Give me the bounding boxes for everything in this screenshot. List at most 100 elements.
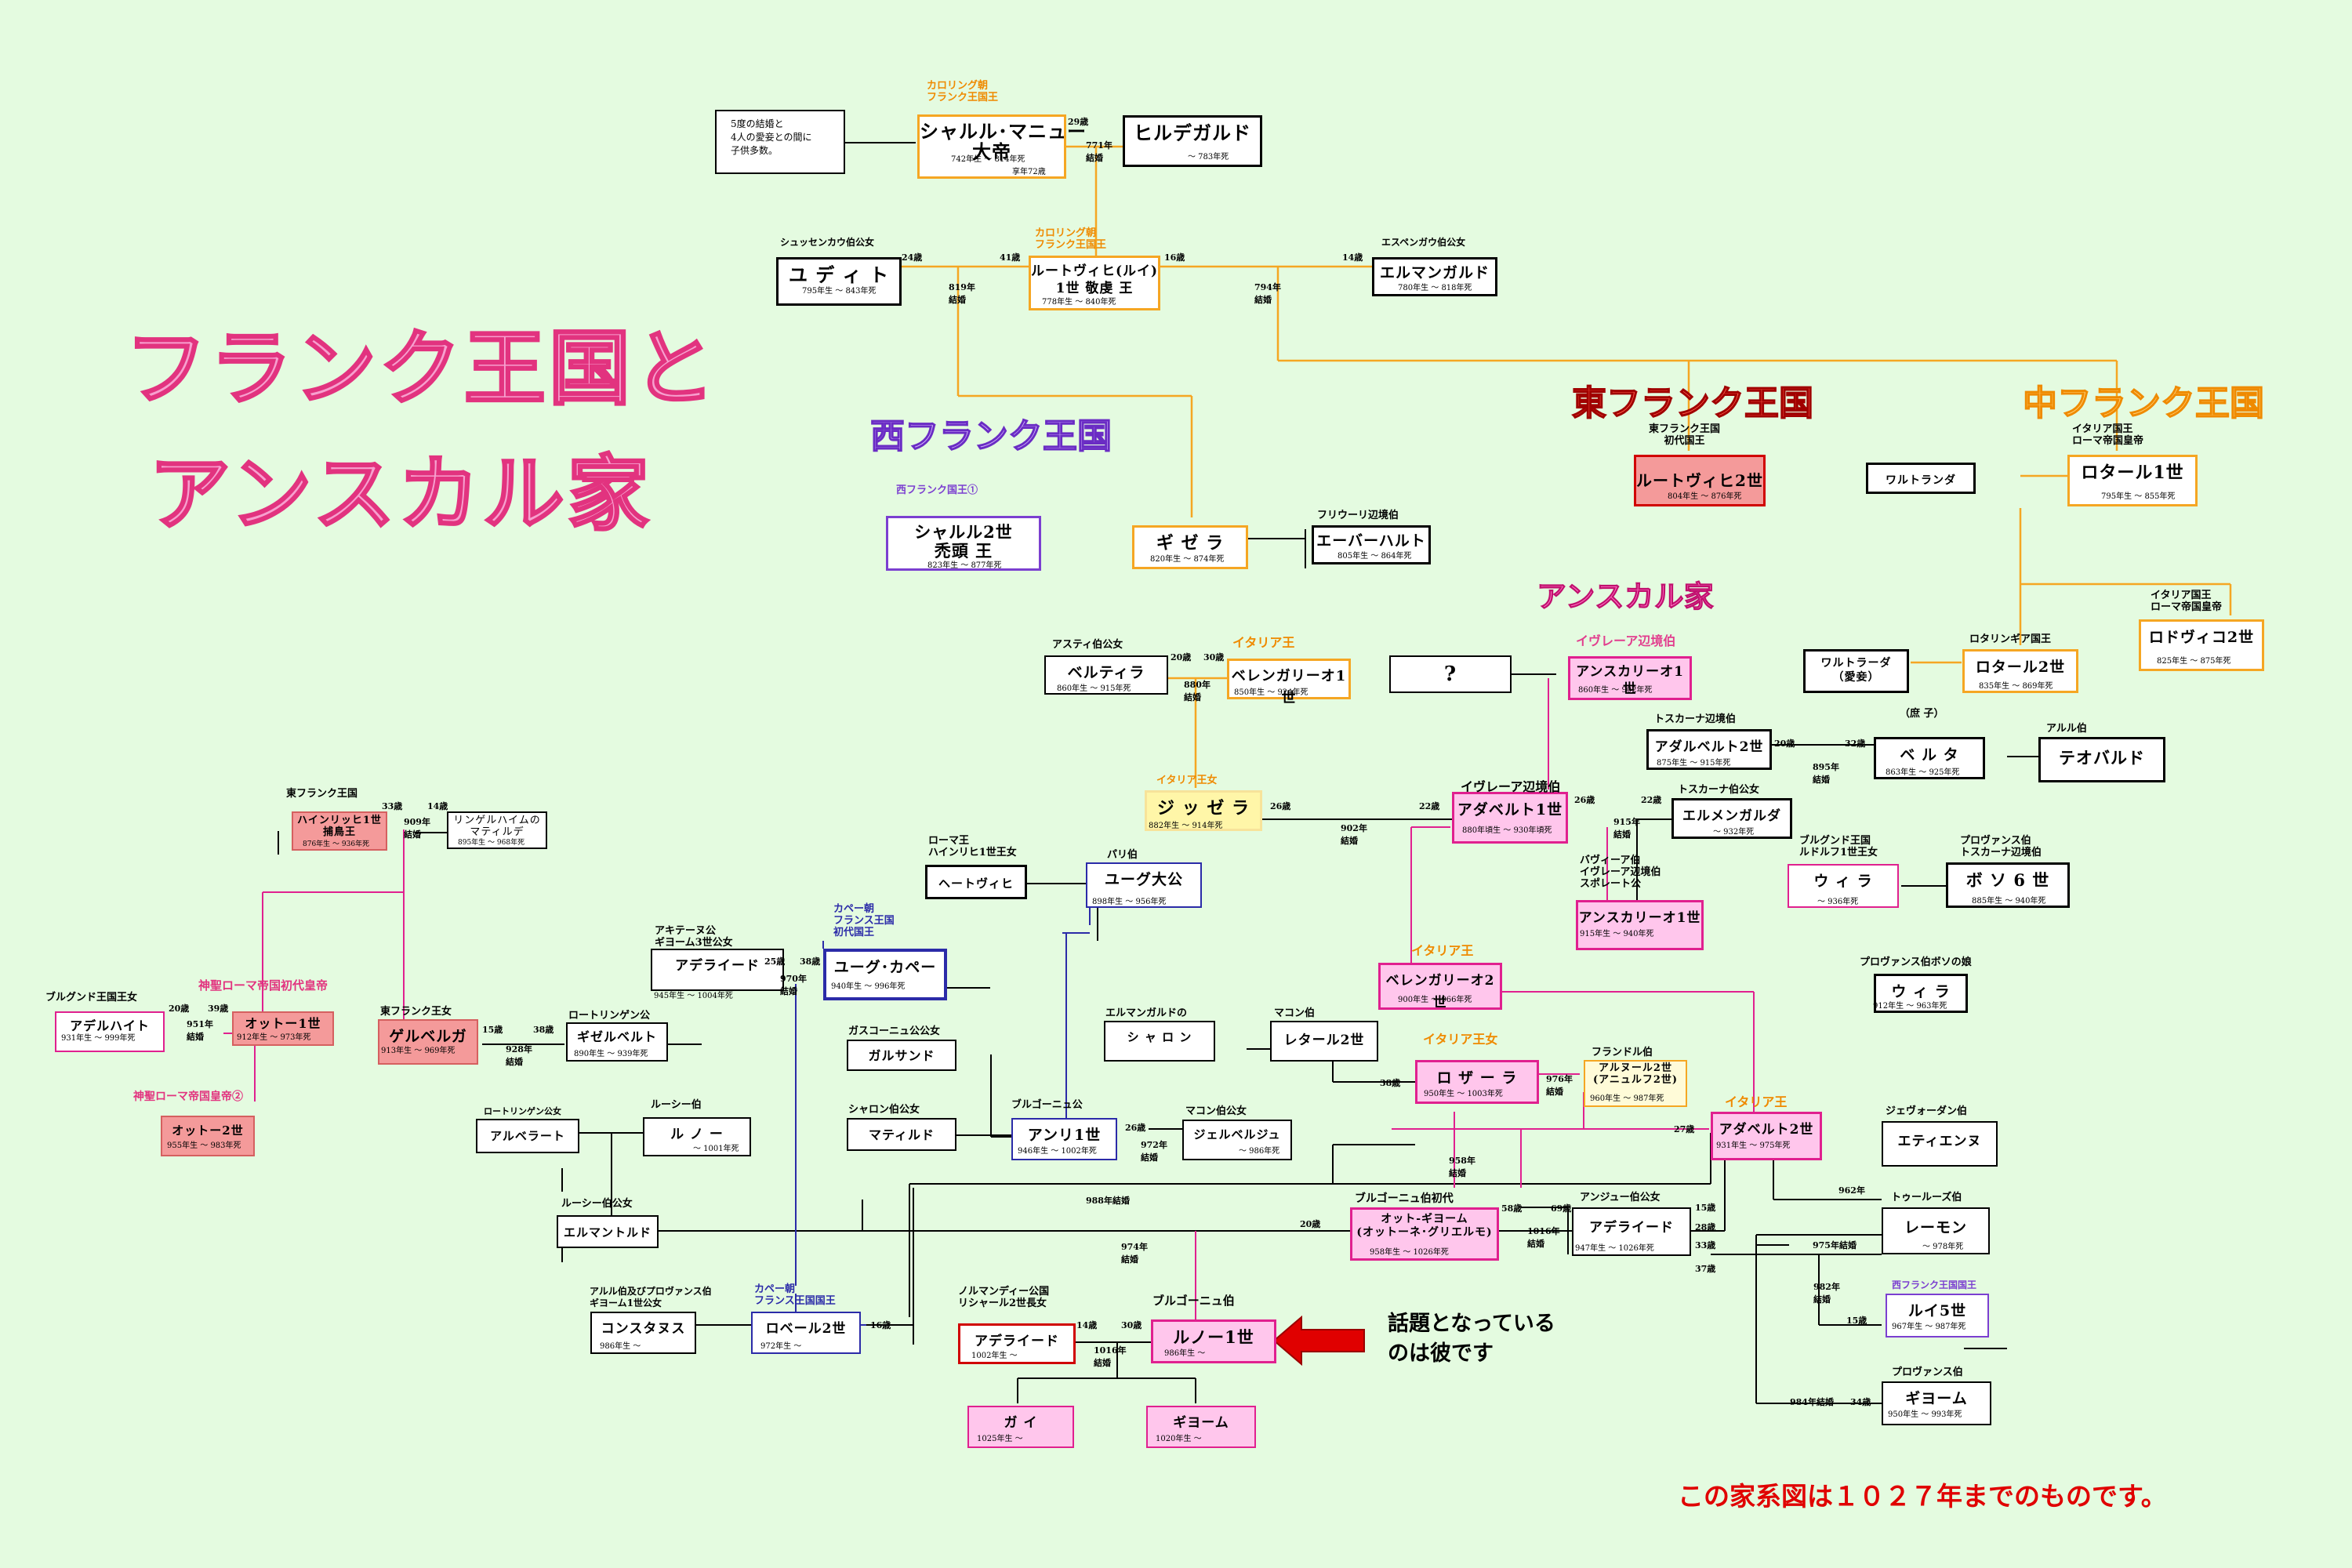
ann: 984年結婚 bbox=[1790, 1397, 1834, 1407]
person-gisela: ギ ゼ ラ 820年生 ～ 874年死 bbox=[1132, 525, 1248, 569]
ann: 34歳 bbox=[1850, 1397, 1871, 1407]
person-judith: ユ デ ィ ト 795年生 ～ 843年死 bbox=[776, 257, 902, 306]
ann: 32歳 bbox=[1845, 739, 1866, 749]
person-willa1: ウ ィ ラ ～ 936年死 bbox=[1788, 864, 1899, 908]
title-label: ロートリンゲン公 bbox=[568, 1010, 651, 1022]
title-label: （庶 子） bbox=[1900, 708, 1944, 720]
person-dates: 946年生 ～ 1002年死 bbox=[1018, 1147, 1097, 1156]
person-dates: 913年生 ～ 969年死 bbox=[381, 1047, 456, 1055]
person-name: オット-ギヨーム (オットーネ･グリエルモ) bbox=[1356, 1213, 1493, 1239]
person-waltrand: ワルトランダ bbox=[1866, 463, 1976, 494]
person-adelaide1: アデライード 945年生 ～ 1004年死 bbox=[651, 949, 784, 1000]
title-label: アルル伯 bbox=[2046, 723, 2087, 735]
person-dates: 931年生 ～ 975年死 bbox=[1716, 1142, 1791, 1150]
ann: 26歳 bbox=[1574, 795, 1595, 805]
person-name: ゲルベルガ bbox=[389, 1028, 467, 1045]
person-gisela2: ジ ッ ゼ ラ 882年生 ～ 914年死 bbox=[1145, 790, 1262, 831]
person-hildegard: ヒルデガルド ～ 783年死 bbox=[1123, 115, 1262, 167]
ann: 38歳 bbox=[800, 956, 821, 967]
person-name: アダベルト2世 bbox=[1719, 1122, 1814, 1138]
person-name: ベ ル タ bbox=[1900, 746, 1959, 764]
person-name: アルヌール2世 (アニュルフ2世) bbox=[1592, 1062, 1679, 1086]
person-name: ベレンガリーオ2世 bbox=[1385, 973, 1495, 1011]
ann: 15歳 bbox=[1695, 1203, 1716, 1213]
ann: 38歳 bbox=[1380, 1078, 1401, 1088]
ann: 22歳 bbox=[1641, 795, 1662, 805]
person-name: アデライード bbox=[675, 958, 760, 974]
person-charles2: シャルル2世 禿頭 王 823年生 ～ 877年死 bbox=[886, 516, 1041, 571]
title-label: ローマ王 ハインリヒ1世王女 bbox=[928, 835, 1017, 858]
title-label: エスペンガウ伯公女 bbox=[1381, 237, 1466, 248]
person-name: エルマントルド bbox=[563, 1225, 652, 1240]
person-name: ロタール1世 bbox=[2081, 463, 2184, 483]
person-dates: 805年生 ～ 864年死 bbox=[1338, 552, 1412, 561]
ann: 988年結婚 bbox=[1086, 1196, 1130, 1206]
title-label: ブルゴーニュ伯 bbox=[1152, 1294, 1235, 1308]
ann: 41歳 bbox=[1000, 252, 1021, 263]
person-gerberga: ゲルベルガ 913年生 ～ 969年死 bbox=[378, 1019, 478, 1065]
title-label: アルル伯及びプロヴァンス伯 ギヨーム1世公女 bbox=[590, 1286, 712, 1308]
ann: 16歳 bbox=[1164, 252, 1185, 263]
anscarid-heading: アンスカル家 bbox=[1537, 579, 1715, 615]
person-name: アデライード bbox=[1589, 1220, 1674, 1236]
person-louis1: ルートヴィヒ(ルイ) 1世 敬虔 王 778年生 ～ 840年死 bbox=[1029, 256, 1160, 310]
person-giselbert: ギゼルベルト 890年生 ～ 939年死 bbox=[566, 1022, 668, 1062]
ann: 895年 結婚 bbox=[1813, 762, 1839, 785]
person-name: アルベラート bbox=[490, 1129, 565, 1143]
ann: 958年 結婚 bbox=[1449, 1156, 1475, 1178]
person-name: ヘートヴィヒ bbox=[938, 877, 1014, 891]
title-label: 東フランク王国 初代国王 bbox=[1649, 423, 1721, 447]
person-name: ボ ソ 6 世 bbox=[1965, 870, 2050, 890]
title-label: シュッセンカウ伯公女 bbox=[780, 237, 875, 248]
person-dates: 895年生 ～ 968年死 bbox=[458, 839, 525, 847]
person-renoux: ル ノ ー ～ 1001年死 bbox=[643, 1117, 751, 1156]
person-ermengarda: エルメンガルダ ～ 932年死 bbox=[1671, 798, 1792, 839]
person-dates: 835年生 ～ 869年死 bbox=[1979, 682, 2053, 691]
ann: 1016年 結婚 bbox=[1527, 1226, 1560, 1249]
ann: 771年 結婚 bbox=[1086, 140, 1112, 163]
person-name: ギゼルベルト bbox=[576, 1029, 657, 1044]
person-sharon: シ ャ ロ ン bbox=[1104, 1021, 1215, 1062]
person-henri1: アンリ1世 946年生 ～ 1002年死 bbox=[1011, 1118, 1117, 1160]
footer-note: この家系図は１０２７年までのものです。 bbox=[1678, 1481, 2167, 1512]
ann: 20歳 bbox=[1171, 652, 1192, 662]
title-label: バヴィーア伯 イヴレーア辺境伯 スポレート公 bbox=[1580, 855, 1661, 890]
person-gerberge: ジェルベルジュ ～ 986年死 bbox=[1182, 1120, 1292, 1160]
person-rosala: ロ ザ ー ラ 950年生 ～ 1003年死 bbox=[1415, 1060, 1539, 1104]
person-name: ハインリッヒ1世 捕鳥王 bbox=[297, 815, 382, 838]
person-name: エーバーハルト bbox=[1316, 532, 1426, 550]
person-guillaume2: ギヨーム 1020年生 ～ bbox=[1146, 1406, 1256, 1448]
person-guillaume1: ギヨーム 950年生 ～ 993年死 bbox=[1882, 1381, 1991, 1425]
person-louis2: ルートヴィヒ2世 804年生 ～ 876年死 bbox=[1634, 455, 1766, 506]
person-dates: 860年生 ～ 902年死 bbox=[1578, 686, 1653, 695]
person-lothar1: ロタール1世 795年生 ～ 855年死 bbox=[2067, 455, 2198, 506]
title-label: カペー朝 フランス王国 初代国王 bbox=[833, 903, 895, 938]
intro-note-text: 5度の結婚と 4人の愛妾との間に 子供多数。 bbox=[731, 118, 812, 156]
person-name: シ ャ ロ ン bbox=[1127, 1030, 1192, 1044]
title-label: フランドル伯 bbox=[1592, 1047, 1653, 1058]
title-label: イタリア王 bbox=[1232, 635, 1295, 650]
title-label: マコン伯公女 bbox=[1185, 1105, 1247, 1117]
person-name: マティルド bbox=[868, 1127, 935, 1142]
title-label: ロートリンゲン公女 bbox=[484, 1106, 561, 1116]
person-dates: 958年生 ～ 1026年死 bbox=[1370, 1248, 1449, 1257]
title-label: ルーシー伯公女 bbox=[561, 1198, 633, 1210]
person-dates: 940年生 ～ 996年死 bbox=[831, 982, 906, 991]
ann: 915年 結婚 bbox=[1613, 817, 1640, 840]
ann: 24歳 bbox=[902, 252, 923, 263]
ann: 30歳 bbox=[1121, 1320, 1142, 1330]
person-mathilde2: マティルド bbox=[847, 1118, 956, 1151]
person-name: アンスカリーオ1世 bbox=[1578, 910, 1701, 926]
ann: 975年結婚 bbox=[1813, 1240, 1857, 1250]
person-hugh: ユーグ大公 898年生 ～ 956年死 bbox=[1086, 862, 1202, 908]
title-label: 東フランク王女 bbox=[380, 1006, 452, 1018]
person-dates: 823年生 ～ 877年死 bbox=[927, 561, 1002, 570]
person-dates: ～ 936年死 bbox=[1817, 898, 1859, 906]
person-berengar2: ベレンガリーオ2世 900年生 ～ 966年死 bbox=[1378, 963, 1502, 1011]
person-dates: 972年生 ～ bbox=[760, 1342, 802, 1351]
person-dates: 860年生 ～ 915年死 bbox=[1057, 684, 1131, 693]
person-dates: 915年生 ～ 940年死 bbox=[1580, 930, 1654, 938]
person-name: ユーグ･カペー bbox=[833, 959, 937, 976]
person-name: ロベール2世 bbox=[765, 1321, 847, 1337]
title-label: カロリング朝 フランク王国王 bbox=[927, 80, 999, 103]
